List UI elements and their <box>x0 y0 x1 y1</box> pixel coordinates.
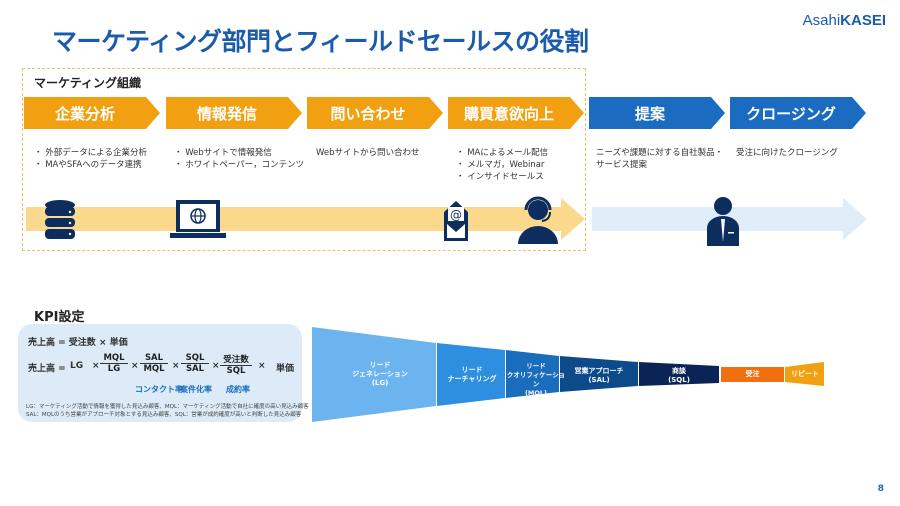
formula-lg: LG <box>70 361 84 371</box>
asahi-kasei-logo: AsahiKASEI <box>803 12 886 29</box>
desc-line: ・ Webサイトで情報発信 <box>174 148 272 158</box>
funnel-label-order: 受注 <box>745 370 760 378</box>
desc-line: ・ ホワイトペーパー，コンテンツ <box>174 160 305 170</box>
times: × <box>212 361 220 371</box>
funnel-segment-repeat <box>785 362 824 386</box>
times: × <box>172 361 180 371</box>
desc-line: ・ MAやSFAへのデータ連携 <box>34 160 142 170</box>
denominator: LG <box>107 364 121 374</box>
funnel-label-nurturing: リード ナーチャリング <box>447 366 497 383</box>
step-closing: クロージング <box>730 97 866 129</box>
step-company-analysis: 企業分析 <box>24 97 160 129</box>
desc-line: サービス提案 <box>596 160 648 170</box>
funnel-label-lg: リード ジェネレーション (LG) <box>352 361 408 387</box>
kpi-title: KPI設定 <box>34 310 85 325</box>
desc-line: ・ インサイドセールス <box>456 172 544 182</box>
funnel-segment-nurturing <box>437 343 505 406</box>
desc-line: 受注に向けたクロージング <box>736 148 838 158</box>
rate-conversion: 案件化率 <box>180 385 212 394</box>
kpi-note: SAL：MQLのうち営業がアプローチ対象とする見込み顧客、SQL：営業が成約確度… <box>26 412 302 418</box>
marketing-flow-arrow <box>26 207 562 231</box>
step-info-dissemination: 情報発信 <box>166 97 302 129</box>
times: × <box>258 361 266 371</box>
page-number: 8 <box>877 484 884 494</box>
database-icon <box>45 200 75 239</box>
numerator: MQL <box>100 353 128 364</box>
funnel-segment-sql <box>639 362 719 386</box>
funnel-segment-order <box>721 367 784 382</box>
funnel-label-mql: リード クオリフィケーション (MQL) <box>506 362 566 397</box>
desc-line: Webサイトから問い合わせ <box>316 148 420 158</box>
salesperson-icon <box>707 197 739 246</box>
desc-line: ニーズや課題に対する自社製品・ <box>596 148 724 158</box>
logo-part1: Asahi <box>802 12 841 29</box>
logo-part2: KASEI <box>840 12 886 29</box>
step-purchase-motivation: 購買意欲向上 <box>448 97 584 129</box>
kpi-note: LG：マーケティング活動で情報を獲得した見込み顧客、MQL：マーケティング活動で… <box>26 404 309 410</box>
laptop-globe-icon <box>170 200 226 238</box>
step-desc-inquiry: Webサイトから問い合わせ <box>316 147 420 159</box>
rate-contact: コンタクト率 <box>135 385 183 394</box>
step-desc-closing: 受注に向けたクロージング <box>736 147 838 159</box>
denominator: MQL <box>143 364 165 374</box>
funnel-segment-sal <box>560 356 638 392</box>
step-proposal: 提案 <box>589 97 725 129</box>
numerator: SQL <box>181 353 209 364</box>
numerator: SAL <box>140 353 168 364</box>
denominator: SAL <box>185 364 205 374</box>
step-desc-proposal: ニーズや課題に対する自社製品・サービス提案 <box>596 147 723 171</box>
kpi-formula-box <box>18 324 302 422</box>
marketing-org-label: マーケティング組織 <box>34 76 142 90</box>
step-desc-company-analysis: ・ 外部データによる企業分析・ MAやSFAへのデータ連携 <box>34 147 147 171</box>
svg-text:@: @ <box>450 208 462 222</box>
rate-close: 成約率 <box>226 385 250 394</box>
formula-lhs: 売上高 = <box>28 364 66 374</box>
step-inquiry: 問い合わせ <box>307 97 443 129</box>
step-desc-motivation: ・ MAによるメール配信・ メルマガ，Webinar ・ インサイドセールス <box>456 147 548 183</box>
times: × <box>131 361 139 371</box>
funnel-segment-mql <box>506 350 559 398</box>
funnel-label-sal: 営業アプローチ (SAL) <box>574 367 624 384</box>
unit-price: 単価 <box>276 364 295 374</box>
funnel-segment-lg <box>312 327 436 422</box>
times: × <box>92 361 100 371</box>
marketing-org-box <box>22 68 586 251</box>
headset-operator-icon <box>518 196 558 244</box>
numerator: 受注数 <box>220 353 252 366</box>
desc-line: ・ メルマガ，Webinar <box>456 160 545 170</box>
funnel-label-repeat: リピート <box>791 370 819 378</box>
step-desc-info: ・ Webサイトで情報発信・ ホワイトペーパー，コンテンツ <box>174 147 304 171</box>
denominator: SQL <box>226 366 246 376</box>
formula-basic: 売上高 = 受注数 × 単価 <box>28 338 128 348</box>
page-title: マーケティング部門とフィールドセールスの役割 <box>52 27 589 56</box>
desc-line: ・ MAによるメール配信 <box>456 148 549 158</box>
email-icon: @ <box>444 201 468 241</box>
desc-line: ・ 外部データによる企業分析 <box>34 148 147 158</box>
funnel-label-sql: 商談 (SQL) <box>668 367 690 384</box>
